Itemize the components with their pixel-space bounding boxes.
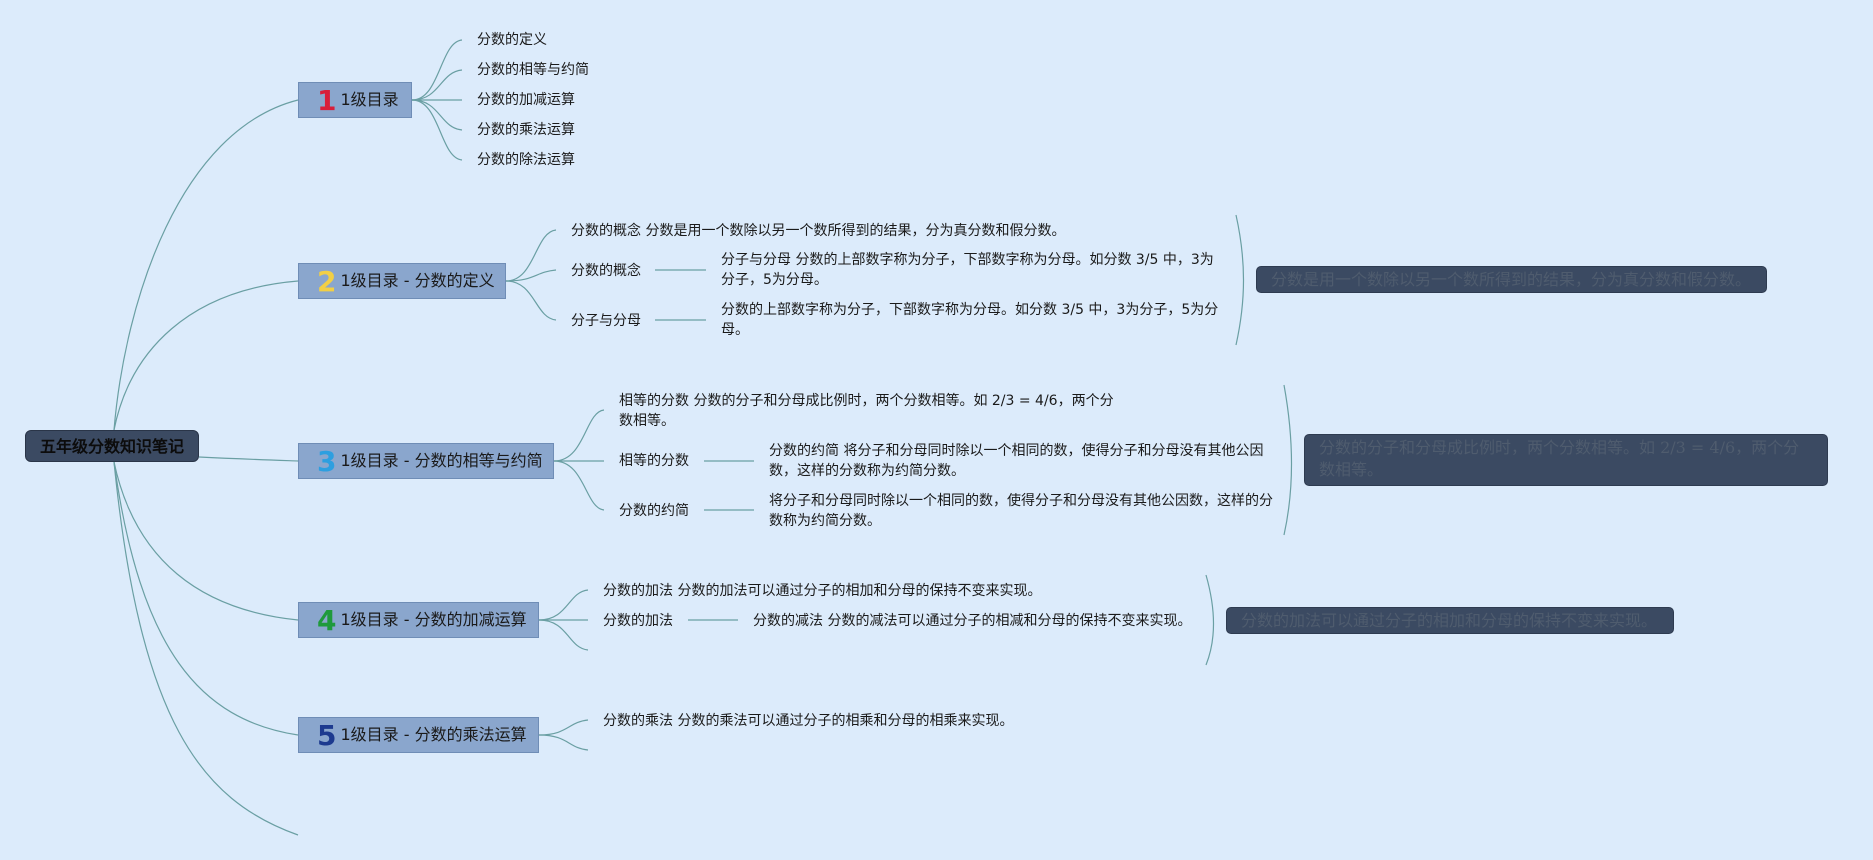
branch-1-item-3[interactable]: 分数的加减运算 — [477, 92, 575, 108]
branch-2-summary-note[interactable]: 分数是用一个数除以另一个数所得到的结果，分为真分数和假分数。 — [1256, 266, 1767, 293]
branch-4-row-2-detail[interactable]: 分数的减法 分数的减法可以通过分子的相减和分母的保持不变来实现。 — [753, 613, 1192, 629]
branch-4-row-2-label[interactable]: 分数的加法 — [603, 613, 673, 629]
number-2-icon: 2 — [317, 265, 337, 298]
branch-1-item-4[interactable]: 分数的乘法运算 — [477, 122, 575, 138]
branch-1-label: 1级目录 — [340, 90, 399, 109]
branch-4-row-1[interactable]: 分数的加法 分数的加法可以通过分子的相加和分母的保持不变来实现。 — [603, 583, 1042, 599]
number-4-icon: 4 — [317, 604, 337, 637]
branch-2-row-1[interactable]: 分数的概念 分数是用一个数除以另一个数所得到的结果，分为真分数和假分数。 — [571, 223, 1066, 239]
number-1-icon: 1 — [317, 84, 337, 117]
branch-2-row-2-label[interactable]: 分数的概念 — [571, 263, 641, 279]
branch-5-label: 1级目录 - 分数的乘法运算 — [340, 725, 527, 744]
branch-2-row-3-label[interactable]: 分子与分母 — [571, 313, 641, 329]
branch-5-row-1[interactable]: 分数的乘法 分数的乘法可以通过分子的相乘和分母的相乘来实现。 — [603, 713, 1014, 729]
branch-2-row-3-detail[interactable]: 分数的上部数字称为分子，下部数字称为分母。如分数 3/5 中，3为分子，5为分母… — [721, 302, 1219, 338]
branch-3-row-2-label[interactable]: 相等的分数 — [619, 453, 689, 469]
branch-4-label: 1级目录 - 分数的加减运算 — [340, 610, 527, 629]
branch-3-row-1[interactable]: 相等的分数 分数的分子和分母成比例时，两个分数相等。如 2/3 = 4/6，两个… — [619, 393, 1114, 429]
branch-2-row-2-detail[interactable]: 分子与分母 分数的上部数字称为分子，下部数字称为分母。如分数 3/5 中，3为分… — [721, 252, 1214, 288]
branch-1-item-5[interactable]: 分数的除法运算 — [477, 152, 575, 168]
branch-4-summary-note[interactable]: 分数的加法可以通过分子的相加和分母的保持不变来实现。 — [1226, 607, 1674, 634]
branch-2-label: 1级目录 - 分数的定义 — [340, 271, 495, 290]
branch-3-row-2-detail[interactable]: 分数的约简 将分子和分母同时除以一个相同的数，使得分子和分母没有其他公因数，这样… — [769, 443, 1264, 479]
branch-1-item-1[interactable]: 分数的定义 — [477, 32, 547, 48]
branch-3-row-3-label[interactable]: 分数的约简 — [619, 503, 689, 519]
number-5-icon: 5 — [317, 719, 337, 752]
branch-3-label: 1级目录 - 分数的相等与约简 — [340, 451, 543, 470]
branch-1-item-2[interactable]: 分数的相等与约简 — [477, 62, 589, 78]
number-3-icon: 3 — [317, 445, 337, 478]
root-topic[interactable]: 五年级分数知识笔记 — [25, 430, 199, 462]
branch-3-row-3-detail[interactable]: 将分子和分母同时除以一个相同的数，使得分子和分母没有其他公因数，这样的分数称为约… — [769, 493, 1273, 529]
branch-3-summary-note[interactable]: 分数的分子和分母成比例时，两个分数相等。如 2/3 = 4/6，两个分数相等。 — [1304, 434, 1828, 486]
